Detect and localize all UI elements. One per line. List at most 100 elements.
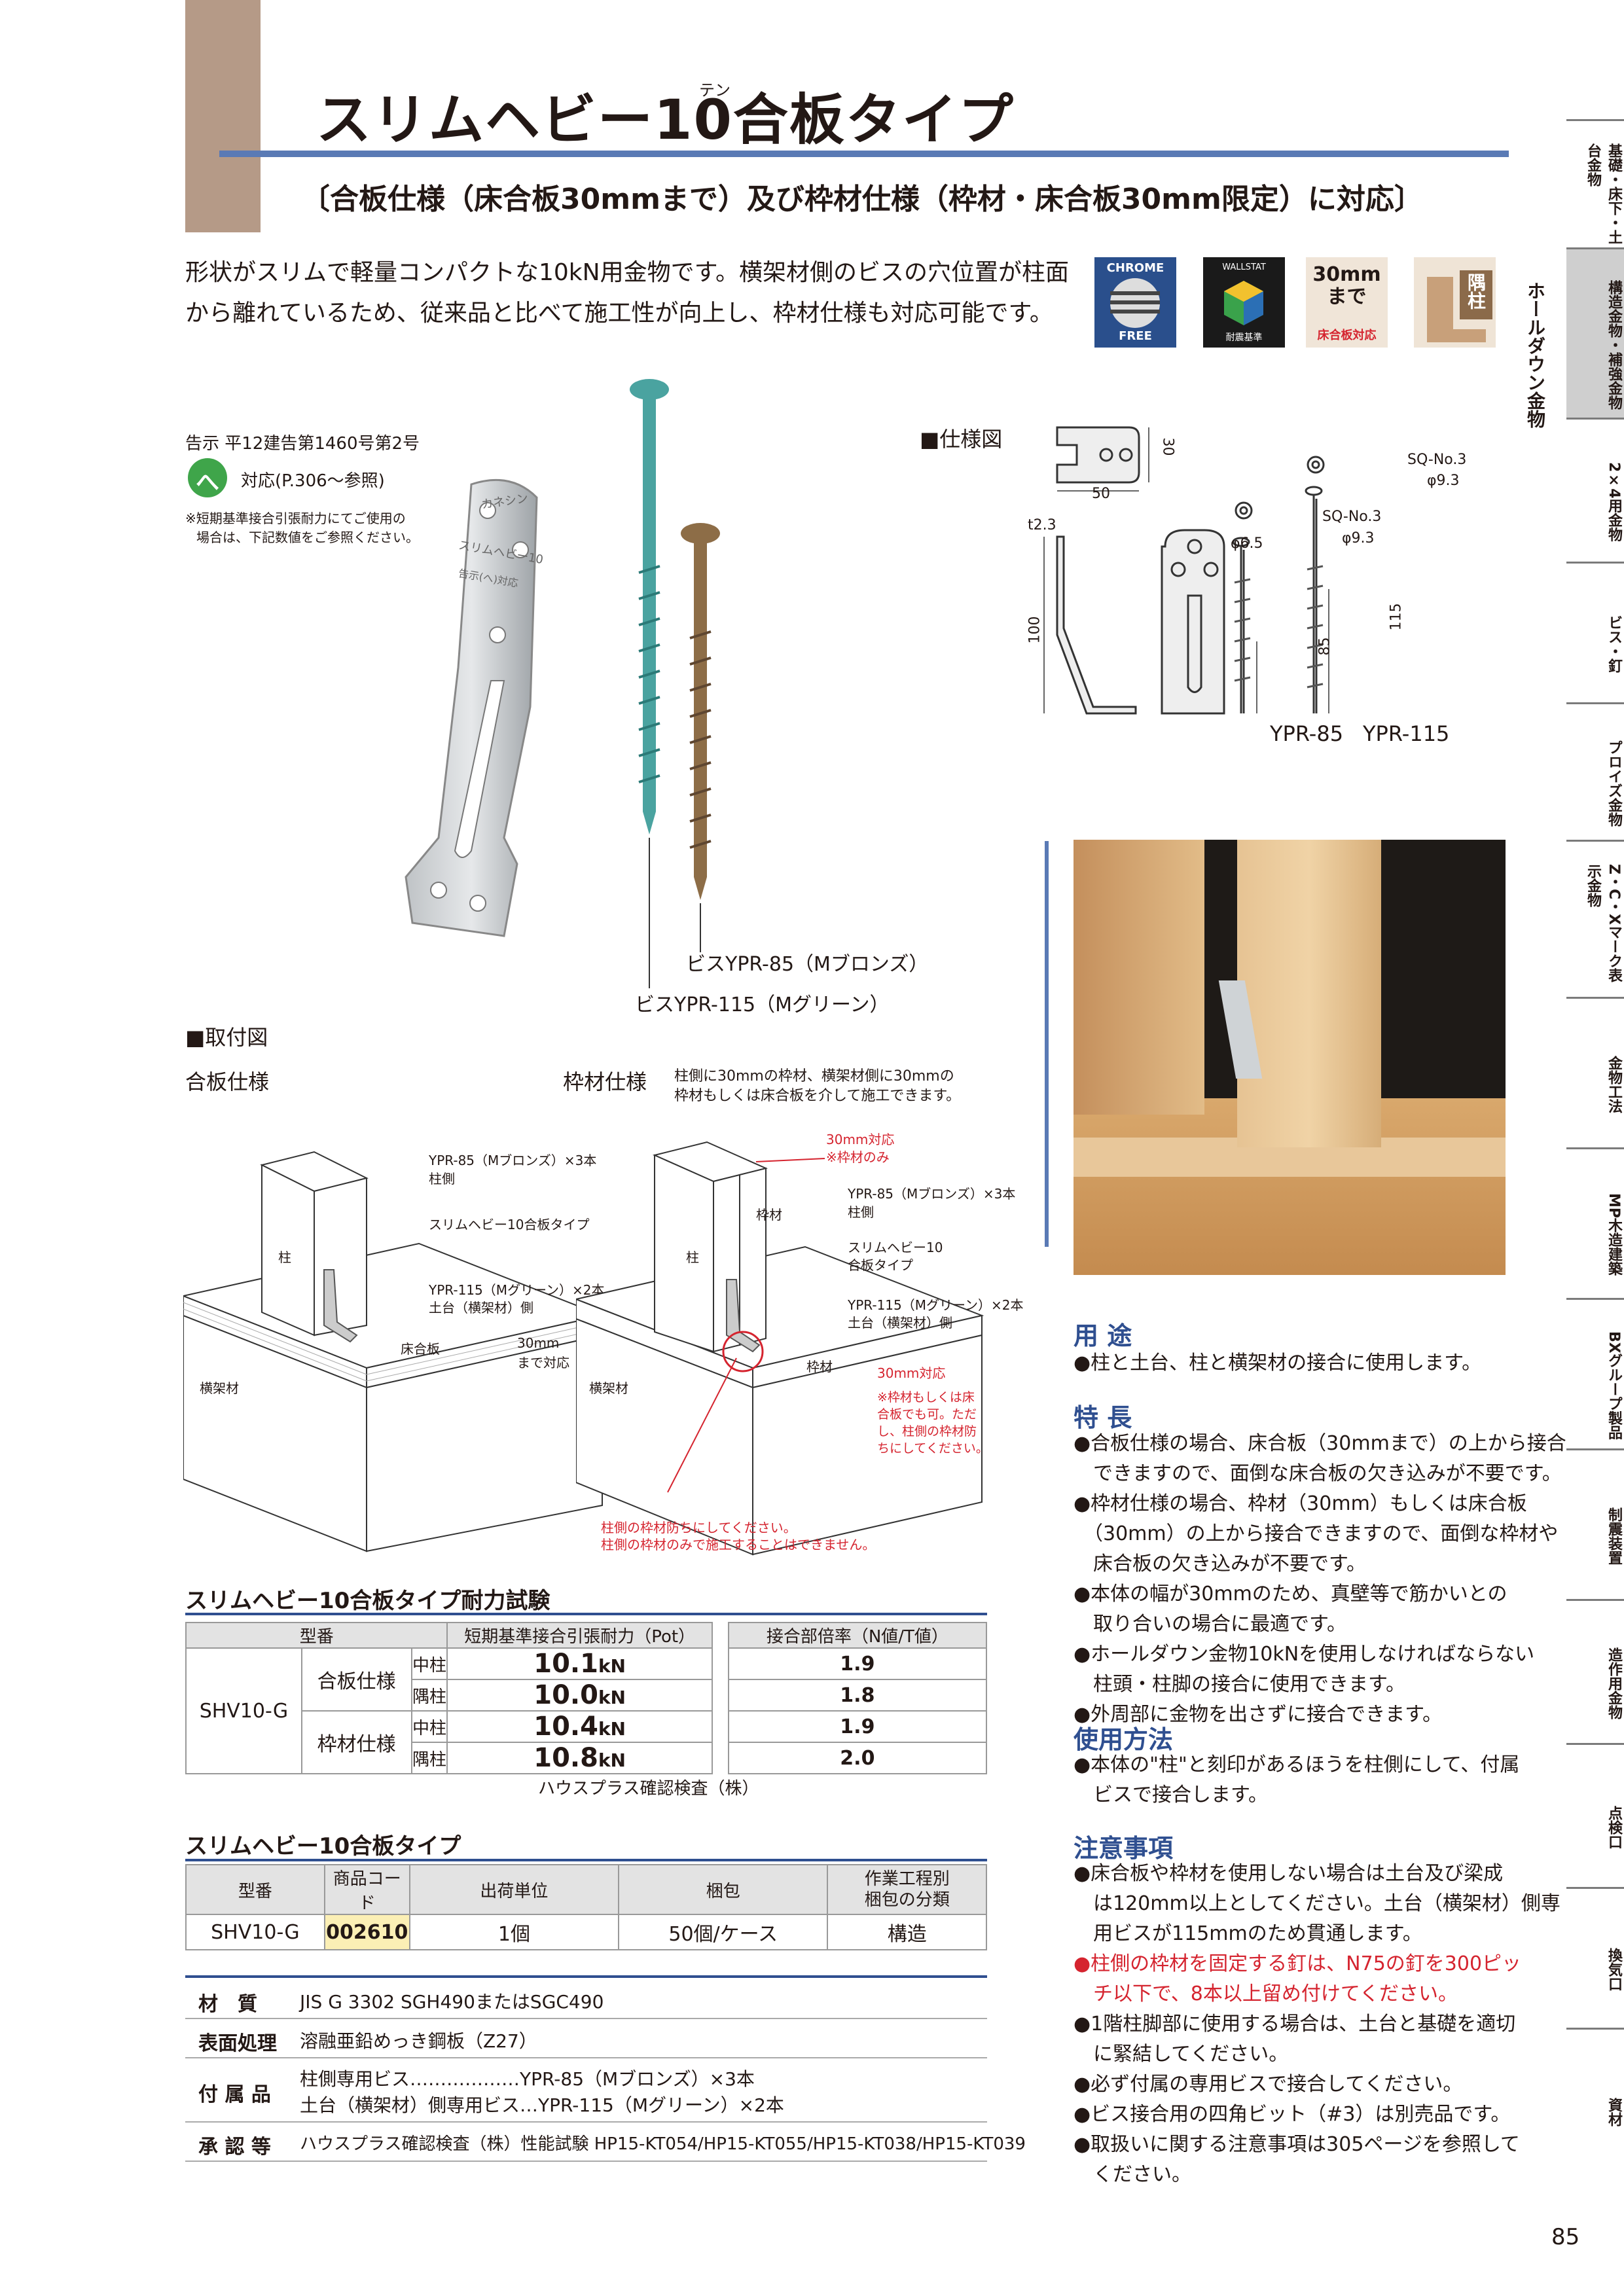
l-b: スリムヘビー10合板タイプ <box>429 1217 590 1232</box>
tab-proiz[interactable]: プロイズ金物 <box>1566 702 1624 840</box>
tokuchou-line: ●ホールダウン金物10kNを使用しなければならない <box>1074 1643 1535 1666</box>
l-a1: YPR-85（Mブロンズ）×3本 <box>429 1153 597 1168</box>
tokuchou-line: ●本体の幅が30mmのため、真壁等で筋かいとの <box>1074 1583 1507 1605</box>
l-yukagoban: 床合板 <box>401 1341 440 1357</box>
tokuchou-line: ●枠材仕様の場合、枠材（30mm）もしくは床合板 <box>1074 1492 1527 1515</box>
tokuchou-heading: 特 長 <box>1074 1403 1132 1432</box>
r-n4: ちにしてください。 <box>877 1441 988 1456</box>
page-title: スリムヘビー10合板タイプ <box>316 88 1015 152</box>
corner-post-badge: 隅柱 <box>1414 257 1496 348</box>
product-col-pack: 梱包 <box>618 1864 829 1915</box>
strength-value: 10.0kN <box>446 1679 713 1712</box>
spec-value-accessory-2: 土台（横架材）側専用ビス…YPR-115（Mグリーン）×2本 <box>300 2094 784 2116</box>
tab-screws[interactable]: ビス・釘 <box>1566 562 1624 702</box>
r-b2: 合板タイプ <box>848 1257 913 1273</box>
chrome-label: CHROME <box>1106 261 1164 275</box>
tab-seishin[interactable]: 制震装置 <box>1566 1448 1624 1599</box>
installation-photo <box>1074 840 1506 1275</box>
tab-2x4[interactable]: 2×4用金物 <box>1566 418 1624 562</box>
tokuchou-line: 床合板の欠き込みが不要です。 <box>1074 1552 1366 1575</box>
r-n2: 合板でも可。ただ <box>877 1407 977 1422</box>
product-col-model: 型番 <box>185 1864 325 1915</box>
he-symbol-text: へ <box>195 469 219 496</box>
l-a2: 柱側 <box>429 1171 455 1187</box>
phi93-a: φ9.3 <box>1427 473 1460 489</box>
product-table: 型番 商品コード 出荷単位 梱包 作業工程別梱包の分類 SHV10-G 0026… <box>185 1864 987 1950</box>
tab-kankiguchi[interactable]: 換気口 <box>1566 1887 1624 2028</box>
strength-ratio: 1.9 <box>727 1647 988 1680</box>
product-heading: スリムヘビー10合板タイプ <box>185 1833 461 1859</box>
strength-rule <box>185 1613 987 1615</box>
chui-line: ●床合板や枠材を使用しない場合は土台及び梁成 <box>1074 1862 1504 1885</box>
strength-pos: 隅柱 <box>410 1679 448 1712</box>
spec-value-approval: ハウスプラス確認検査（株）性能試験 HP15-KT054/HP15-KT055/… <box>300 2134 1026 2154</box>
tab-foundation[interactable]: 基礎・床下・土台金物 <box>1566 119 1624 247</box>
screws-photo <box>630 379 720 988</box>
shiyou-list: ●本体の"柱"と刻印があるほうを柱側にして、付属 ビスで接合します。 <box>1074 1750 1519 1810</box>
r-oukazai: 横架材 <box>589 1380 628 1396</box>
r-r2: ※枠材のみ <box>826 1149 890 1165</box>
tab-bx[interactable]: BXグループ製品 <box>1566 1298 1624 1448</box>
product-code: 002610 <box>323 1914 410 1950</box>
wakuzai-drawing <box>576 1141 984 1556</box>
tokuchou-line: できますので、面倒な床合板の欠き込みが不要です。 <box>1074 1462 1562 1485</box>
l-hashira: 柱 <box>278 1249 291 1265</box>
r-r1: 30mm対応 <box>826 1132 895 1147</box>
r-c2: 土台（横架材）側 <box>848 1315 952 1331</box>
r-wakuzai2: 枠材 <box>806 1359 833 1374</box>
dim-100: 100 <box>1026 616 1043 644</box>
intro-text: 形状がスリムで軽量コンパクトな10kN用金物です。横架材側のビスの穴位置が柱面か… <box>185 259 1069 327</box>
product-col-category-2: 梱包の分類 <box>864 1890 950 1910</box>
wakuzai-title: 枠材仕様 <box>563 1069 647 1094</box>
strength-col-model: 型番 <box>185 1622 448 1649</box>
spec-heading: ■仕様図 <box>920 427 1003 452</box>
strength-value: 10.4kN <box>446 1710 713 1743</box>
wallstat-badge: WALLSTAT 耐震基準 <box>1203 257 1285 348</box>
spec-value-material: JIS G 3302 SGH490またはSGC490 <box>300 1991 604 2013</box>
l-c1: YPR-115（Mグリーン）×2本 <box>429 1282 605 1298</box>
chui-line: は120mm以上としてください。土台（横架材）側専 <box>1074 1892 1561 1915</box>
dim-30: 30 <box>1159 437 1176 456</box>
specs-top-rule <box>185 1975 987 1978</box>
tokuchou-line: ●外周部に金物を出さずに接合できます。 <box>1074 1703 1443 1726</box>
product-col-category: 作業工程別梱包の分類 <box>827 1864 987 1915</box>
dim-115: 115 <box>1388 603 1405 631</box>
tab-tenkenguchi[interactable]: 点検口 <box>1566 1743 1624 1887</box>
wallstat-sub: 耐震基準 <box>1225 332 1263 343</box>
strength-unit: kN <box>598 1687 626 1708</box>
thirty-label: 30mmまで <box>1312 263 1381 308</box>
chui-line: ●必ず付属の専用ビスで接合してください。 <box>1074 2073 1463 2096</box>
tab-zousaku[interactable]: 造作用金物 <box>1566 1599 1624 1743</box>
r-d: 30mm対応 <box>877 1365 946 1381</box>
header-rule <box>219 151 1509 157</box>
tokuchou-line: （30mm）の上から接合できますので、面倒な枠材や <box>1074 1522 1559 1545</box>
screw-115-label: ビスYPR-115（Mグリーン） <box>635 994 890 1016</box>
chui-heading: 注意事項 <box>1074 1834 1174 1863</box>
phi93-b: φ9.3 <box>1342 530 1375 547</box>
tab-zcx[interactable]: Z・C・Xマーク表示金物 <box>1566 840 1624 997</box>
strength-group-wakuzai: 枠材仕様 <box>300 1710 412 1774</box>
strength-col-ratio: 接合部倍率（N値/T値） <box>727 1622 988 1649</box>
product-category: 構造 <box>827 1914 987 1950</box>
tab-kanamono-kouhou[interactable]: 金物工法 <box>1566 997 1624 1147</box>
strength-footnote: ハウスプラス確認検査（株） <box>538 1779 759 1799</box>
shiyou-line: ビスで接合します。 <box>1074 1784 1268 1806</box>
spec-label-85: YPR-85 <box>1270 721 1344 746</box>
note-line-2: 場合は、下記数値をご参照ください。 <box>196 529 419 545</box>
shiyou-heading: 使用方法 <box>1074 1725 1174 1754</box>
strength-unit: kN <box>598 1718 626 1740</box>
product-col-unit: 出荷単位 <box>408 1864 620 1915</box>
chui-line-red: チ以下で、8本以上留め付けてください。 <box>1074 1982 1458 2005</box>
r-a1: YPR-85（Mブロンズ）×3本 <box>848 1186 1016 1202</box>
column-rule <box>1045 841 1049 1247</box>
tab-mp[interactable]: MP木造建築 <box>1566 1147 1624 1298</box>
r-c1: YPR-115（Mグリーン）×2本 <box>848 1297 1024 1313</box>
header-accent-bar <box>185 0 261 232</box>
tab-structural[interactable]: 構造金物・補強金物 <box>1566 247 1624 418</box>
chui-line: に緊結してください。 <box>1074 2043 1289 2066</box>
category-holddown: ホールダウン金物 <box>1525 281 1546 428</box>
strength-model: SHV10-G <box>185 1647 302 1774</box>
chui-line: ●取扱いに関する注意事項は305ページを参照して <box>1074 2133 1520 2156</box>
tab-shizai[interactable]: 資材 <box>1566 2028 1624 2172</box>
dim-85: 85 <box>1316 637 1333 656</box>
